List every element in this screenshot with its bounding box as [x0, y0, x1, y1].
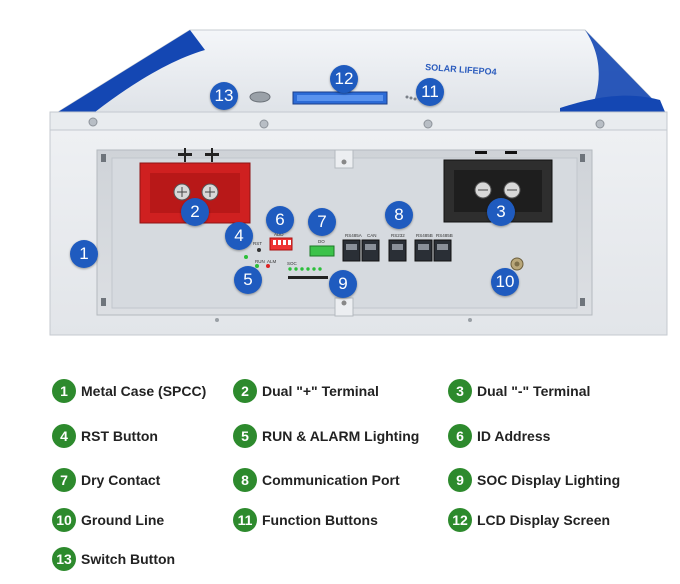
communication-ports [342, 239, 452, 262]
rs232-label: RS232 [391, 233, 405, 238]
legend-item-6: 6 ID Address [448, 423, 550, 449]
legend-item-4: 4 RST Button [52, 423, 158, 449]
legend-label: Ground Line [81, 512, 165, 528]
legend-label: Dual "-" Terminal [477, 383, 591, 399]
rs485b-label-2: RS485B [436, 233, 453, 238]
legend-item-1: 1 Metal Case (SPCC) [52, 378, 206, 404]
legend-badge: 7 [52, 468, 76, 492]
legend-badge: 2 [233, 379, 257, 403]
legend-item-5: 5 RUN & ALARM Lighting [233, 423, 419, 449]
legend-badge: 5 [233, 424, 257, 448]
legend-badge: 10 [52, 508, 76, 532]
rst-button-shape [257, 248, 261, 252]
legend: 1 Metal Case (SPCC) 2 Dual "+" Terminal … [0, 370, 680, 584]
soc-label: SOC [287, 261, 297, 266]
legend-label: Function Buttons [262, 512, 378, 528]
legend-label: Communication Port [262, 472, 400, 488]
legend-label: ID Address [477, 428, 551, 444]
legend-badge: 13 [52, 547, 76, 571]
can-label: CAN [367, 233, 377, 238]
rs485a-label: RS485A [345, 233, 362, 238]
legend-item-12: 12 LCD Display Screen [448, 507, 610, 533]
legend-badge: 9 [448, 468, 472, 492]
legend-item-7: 7 Dry Contact [52, 467, 160, 493]
marker-10: 10 [491, 268, 519, 296]
swoosh-right [585, 30, 665, 112]
marker-3: 3 [487, 198, 515, 226]
legend-item-2: 2 Dual "+" Terminal [233, 378, 379, 404]
rs485b-label-1: RS485B [416, 233, 433, 238]
legend-item-11: 11 Function Buttons [233, 507, 378, 533]
swoosh-left [58, 30, 205, 112]
legend-label: SOC Display Lighting [477, 472, 621, 488]
legend-item-8: 8 Communication Port [233, 467, 400, 493]
switch-button-shape [249, 91, 271, 103]
marker-7: 7 [308, 208, 336, 236]
legend-label: Dry Contact [81, 472, 161, 488]
marker-4: 4 [225, 222, 253, 250]
legend-item-3: 3 Dual "-" Terminal [448, 378, 590, 404]
addr-label: ADD [274, 232, 284, 237]
marker-2: 2 [181, 198, 209, 226]
legend-badge: 6 [448, 424, 472, 448]
legend-label: LCD Display Screen [477, 512, 611, 528]
legend-badge: 3 [448, 379, 472, 403]
legend-badge: 11 [233, 508, 257, 532]
marker-12: 12 [330, 65, 358, 93]
legend-item-13: 13 Switch Button [52, 546, 175, 572]
legend-label: Switch Button [81, 551, 176, 567]
marker-1: 1 [70, 240, 98, 268]
battery-product-image: SOLAR LIFEPO4 [49, 29, 668, 336]
marker-9: 9 [329, 270, 357, 298]
marker-5: 5 [234, 266, 262, 294]
legend-badge: 12 [448, 508, 472, 532]
marker-8: 8 [385, 201, 413, 229]
dry-contact-block [309, 245, 335, 257]
legend-badge: 4 [52, 424, 76, 448]
legend-item-10: 10 Ground Line [52, 507, 164, 533]
legend-item-9: 9 SOC Display Lighting [448, 467, 620, 493]
legend-label: RUN & ALARM Lighting [262, 428, 420, 444]
legend-label: RST Button [81, 428, 158, 444]
alm-label: ALM [267, 259, 277, 264]
marker-13: 13 [210, 82, 238, 110]
legend-label: Dual "+" Terminal [262, 383, 379, 399]
do-label: DO [318, 239, 325, 244]
marker-6: 6 [266, 206, 294, 234]
legend-badge: 8 [233, 468, 257, 492]
run-label: RUN [255, 259, 265, 264]
marker-11: 11 [416, 78, 444, 106]
top-lettering: SOLAR LIFEPO4 [425, 62, 497, 77]
legend-badge: 1 [52, 379, 76, 403]
rst-label: RST [253, 241, 262, 246]
legend-label: Metal Case (SPCC) [81, 383, 207, 399]
